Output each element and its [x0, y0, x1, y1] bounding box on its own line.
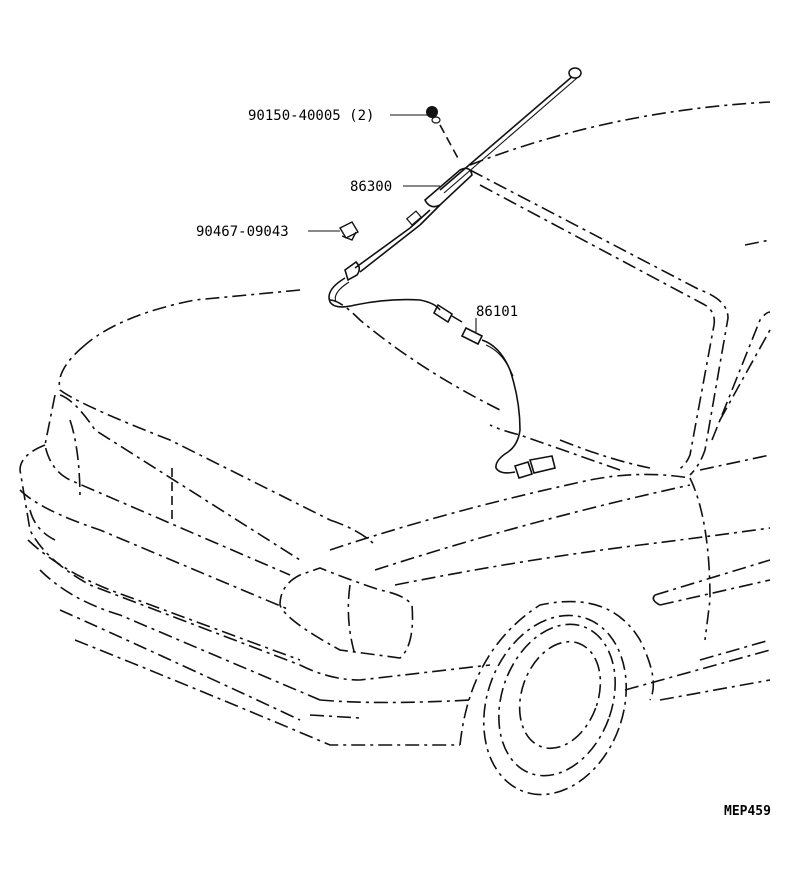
diagram-code: MEP459 — [724, 804, 771, 819]
label-clip: 90467-09043 — [196, 224, 289, 240]
label-cord: 86101 — [476, 304, 518, 320]
antenna-cord-86101 — [460, 326, 556, 479]
screw-icon — [426, 106, 461, 163]
antenna-assembly-86300 — [328, 67, 582, 324]
antenna-tip — [568, 67, 582, 79]
label-antenna: 86300 — [350, 179, 392, 195]
clip-icon — [339, 221, 359, 241]
car-body-outline — [19, 101, 771, 796]
label-screw: 90150-40005 (2) — [248, 108, 374, 124]
